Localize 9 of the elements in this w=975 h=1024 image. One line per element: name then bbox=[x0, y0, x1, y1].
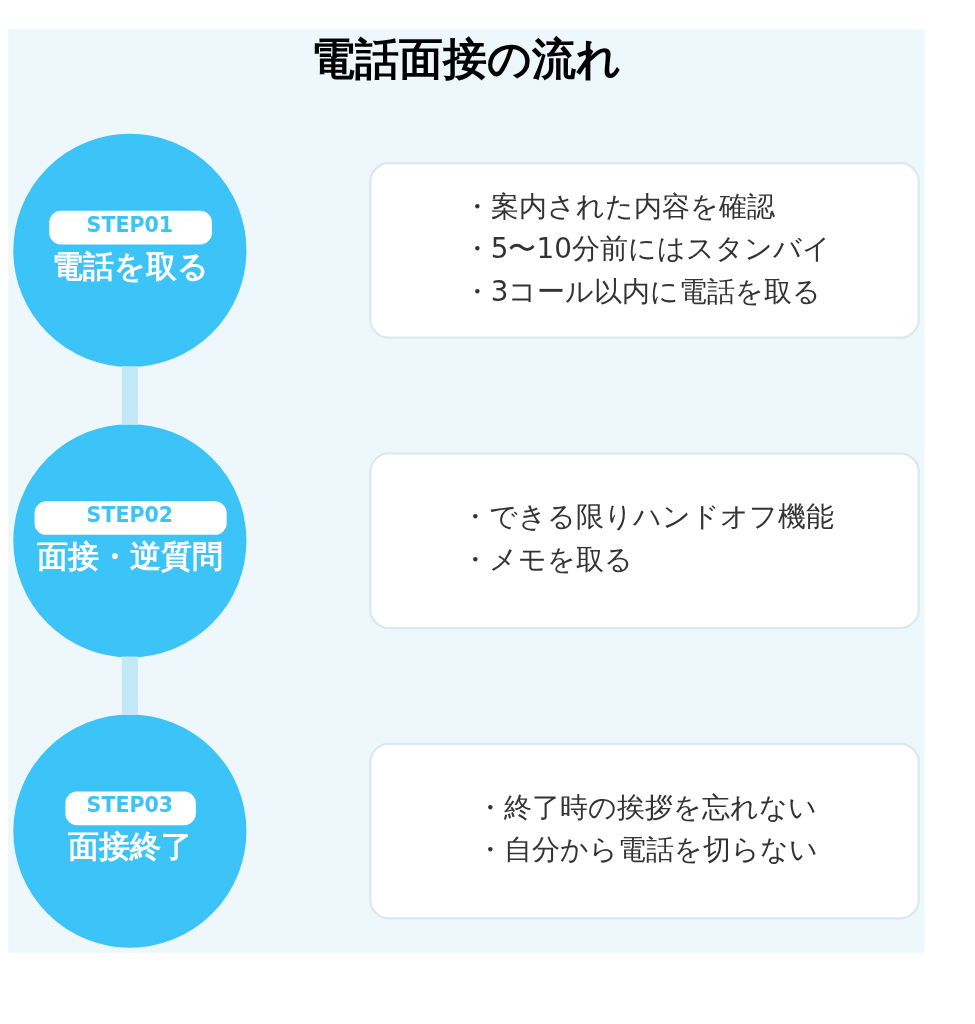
node-box: ・終了時の挨拶を忘れない ・自分から電話を切らない bbox=[369, 742, 920, 920]
node-circle: STEP01 電話を取る bbox=[13, 133, 247, 367]
connector bbox=[121, 656, 138, 716]
node-circle: STEP03 面接終了 bbox=[13, 714, 247, 948]
connector bbox=[121, 366, 138, 425]
diagram-title: 電話面接の流れ bbox=[310, 33, 621, 85]
node-box: ・できる限りハンドオフ機能 ・メモを取る bbox=[369, 452, 920, 630]
node-circle: STEP02 面接・逆質問 bbox=[13, 424, 247, 658]
node-box: ・案内された内容を確認 ・5〜10分前にはスタンバイ ・3コール以内に電話を取る bbox=[369, 162, 920, 339]
